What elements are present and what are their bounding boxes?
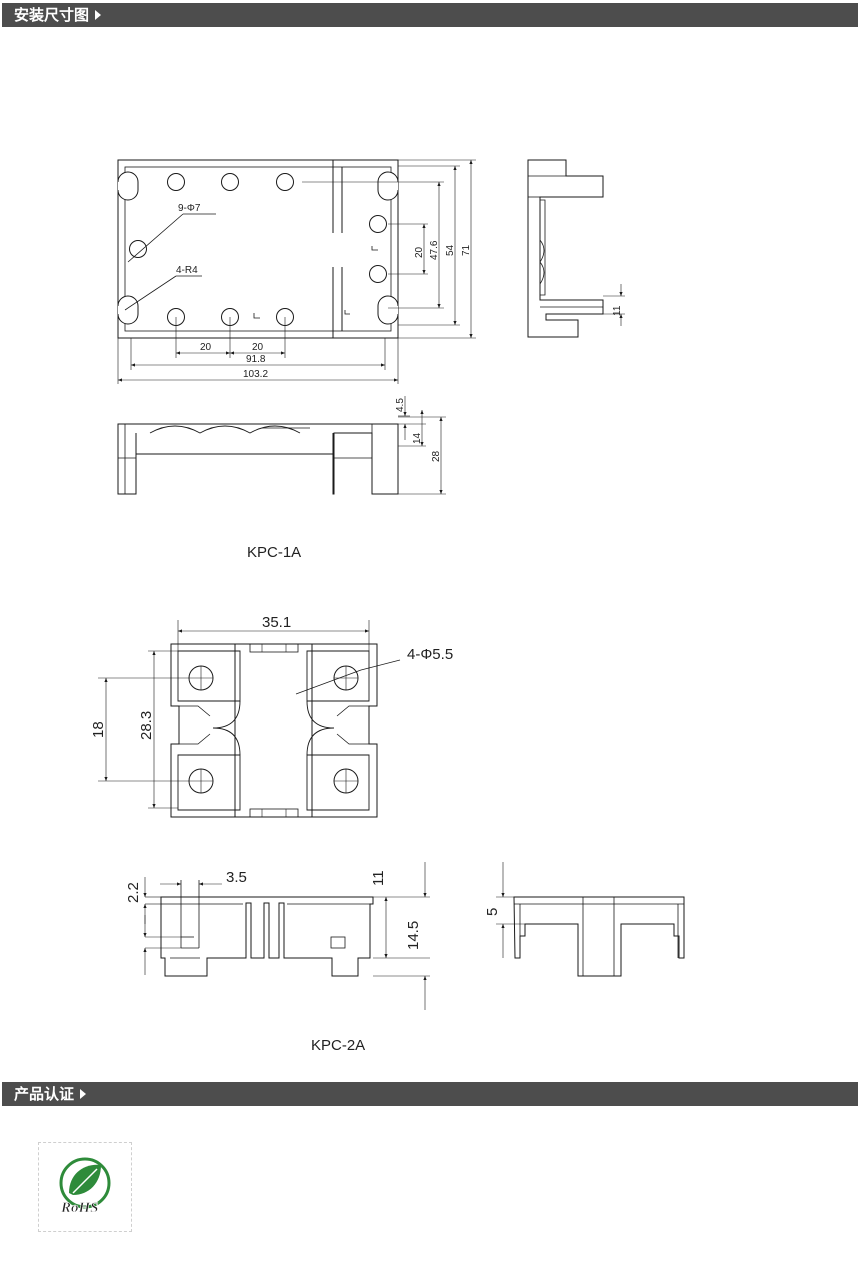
kpc1a-top-view <box>117 159 476 384</box>
dim-5: 5 <box>484 908 501 916</box>
kpc2a-top-labels: 35.1 4-Φ5.5 28.3 18 <box>90 614 453 740</box>
dim-103-2: 103.2 <box>243 369 268 380</box>
dim-h4-5: 4.5 <box>395 398 406 412</box>
section-header-install: 安装尺寸图 <box>2 3 858 27</box>
dim-v11: 11 <box>612 305 623 316</box>
radius-label: 4-R4 <box>176 265 198 276</box>
caret-right-icon <box>80 1088 87 1099</box>
model-name-kpc-1a: KPC-1A <box>247 544 302 561</box>
dim-v47-6: 47.6 <box>429 240 440 260</box>
dim-h14: 14 <box>412 432 423 444</box>
dim-91-8: 91.8 <box>246 354 266 365</box>
section-header-certification: 产品认证 <box>2 1082 858 1106</box>
dim-35-1: 35.1 <box>262 614 291 631</box>
kpc1a-front-view <box>117 396 446 495</box>
dim-11: 11 <box>370 870 387 886</box>
hole-label: 9-Φ7 <box>178 203 201 214</box>
dim-20: 20 <box>252 342 264 353</box>
dim-2-2: 2.2 <box>125 882 142 903</box>
dim-v71: 71 <box>461 244 472 256</box>
dim-3-5: 3.5 <box>226 869 247 886</box>
rohs-logo-text: RoHS <box>60 1200 99 1216</box>
dim-20: 20 <box>200 342 212 353</box>
dim-h28: 28 <box>431 450 442 462</box>
section-title: 产品认证 <box>14 1085 75 1103</box>
rohs-leaf-icon: RoHS <box>59 1157 111 1216</box>
kpc2a-top-view <box>98 620 401 818</box>
model-name-kpc-2a: KPC-2A <box>311 1037 366 1054</box>
dim-18: 18 <box>90 721 107 738</box>
kpc1a-front-labels: 4.5 14 28 <box>395 398 442 462</box>
dim-14-5: 14.5 <box>405 921 422 950</box>
kpc1a-side-view <box>527 159 625 338</box>
dim-v54: 54 <box>445 244 456 256</box>
rohs-certificate-card: RoHS <box>38 1142 132 1232</box>
hole-label: 4-Φ5.5 <box>407 646 453 663</box>
caret-right-icon <box>95 9 102 20</box>
kpc2a-front-labels: 2.2 3.5 11 14.5 <box>125 869 422 950</box>
kpc2a-side-view <box>496 862 685 977</box>
section-title: 安装尺寸图 <box>14 6 90 24</box>
dim-28-3: 28.3 <box>138 711 155 740</box>
kpc1a-top-labels: 9-Φ7 4-R4 20 20 91.8 103.2 20 47.6 54 71 <box>176 203 472 380</box>
dim-v20: 20 <box>414 246 425 258</box>
kpc2a-front-view <box>143 862 430 1010</box>
